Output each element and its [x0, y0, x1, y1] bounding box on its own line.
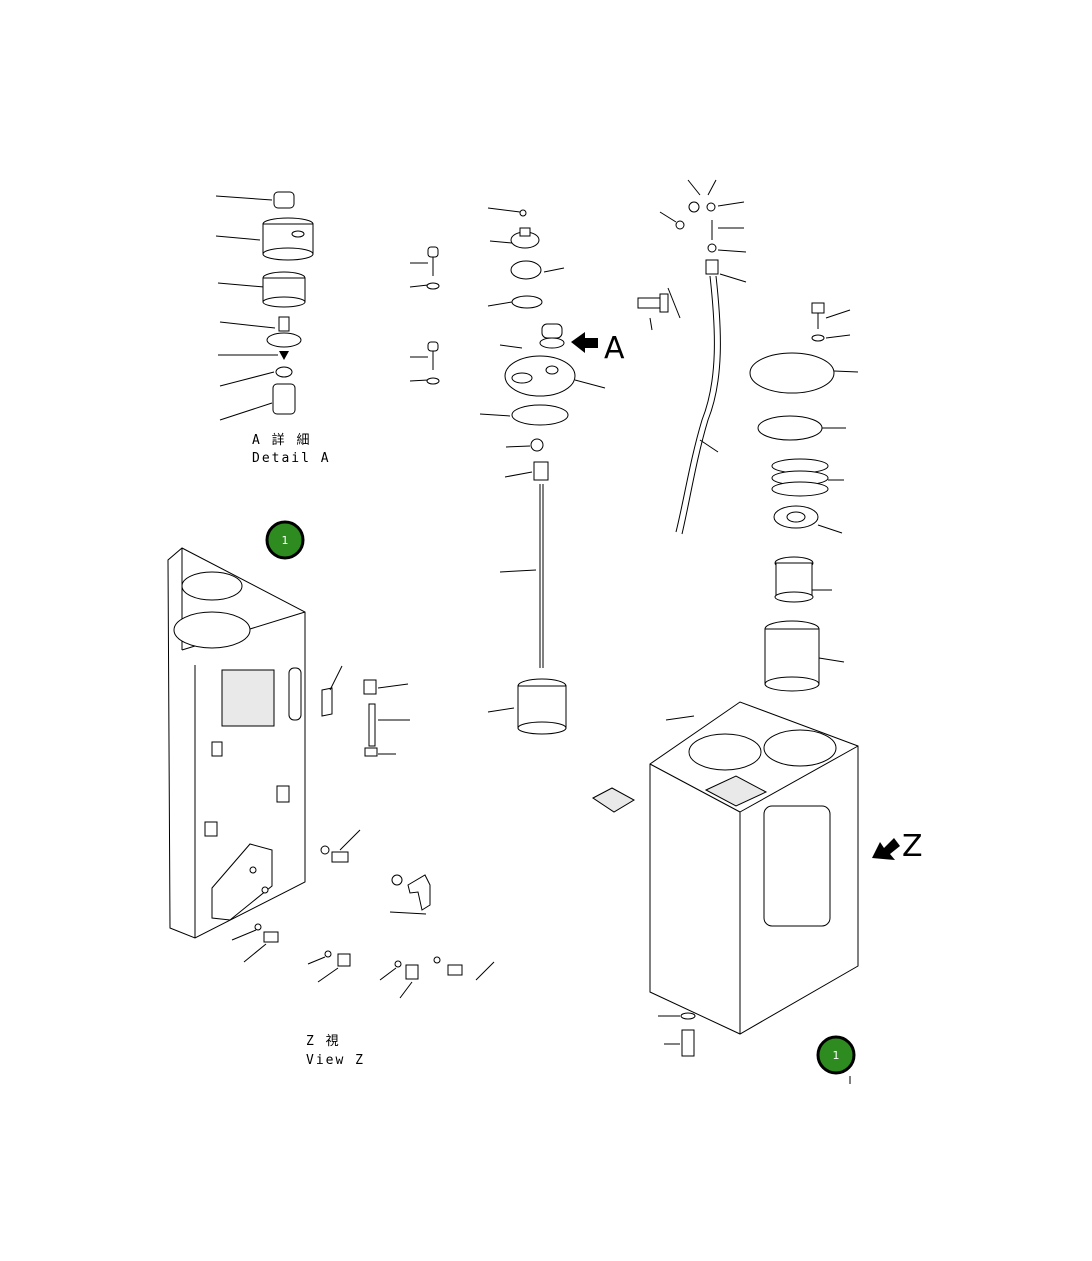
badge-upper-text: 1: [282, 534, 289, 547]
arrow-a-label: A: [604, 331, 625, 366]
left-tank-fittings: Z 視 View Z: [231, 679, 495, 1068]
view-z-caption-en: View Z: [306, 1053, 365, 1068]
filler-assembly: [479, 207, 606, 735]
dipstick-hose: [637, 179, 747, 535]
filter-assembly: [749, 302, 859, 692]
badge-1-upper: 1: [265, 520, 305, 560]
left-tank: [167, 547, 343, 939]
small-bolts: [409, 246, 440, 385]
view-arrow-a: A: [571, 331, 625, 366]
view-arrow-z: Z: [872, 829, 923, 864]
arrow-z-label: Z: [902, 829, 923, 864]
badge-lower-text: 1: [833, 1049, 840, 1062]
right-tank: [592, 701, 859, 1057]
view-z-caption-jp: Z 視: [306, 1034, 341, 1049]
detail-a-assembly: A 詳 細 Detail A: [215, 191, 331, 466]
detail-a-caption-en: Detail A: [252, 451, 331, 466]
badge-1-lower: 1: [816, 1035, 856, 1084]
detail-a-caption-jp: A 詳 細: [252, 432, 311, 448]
